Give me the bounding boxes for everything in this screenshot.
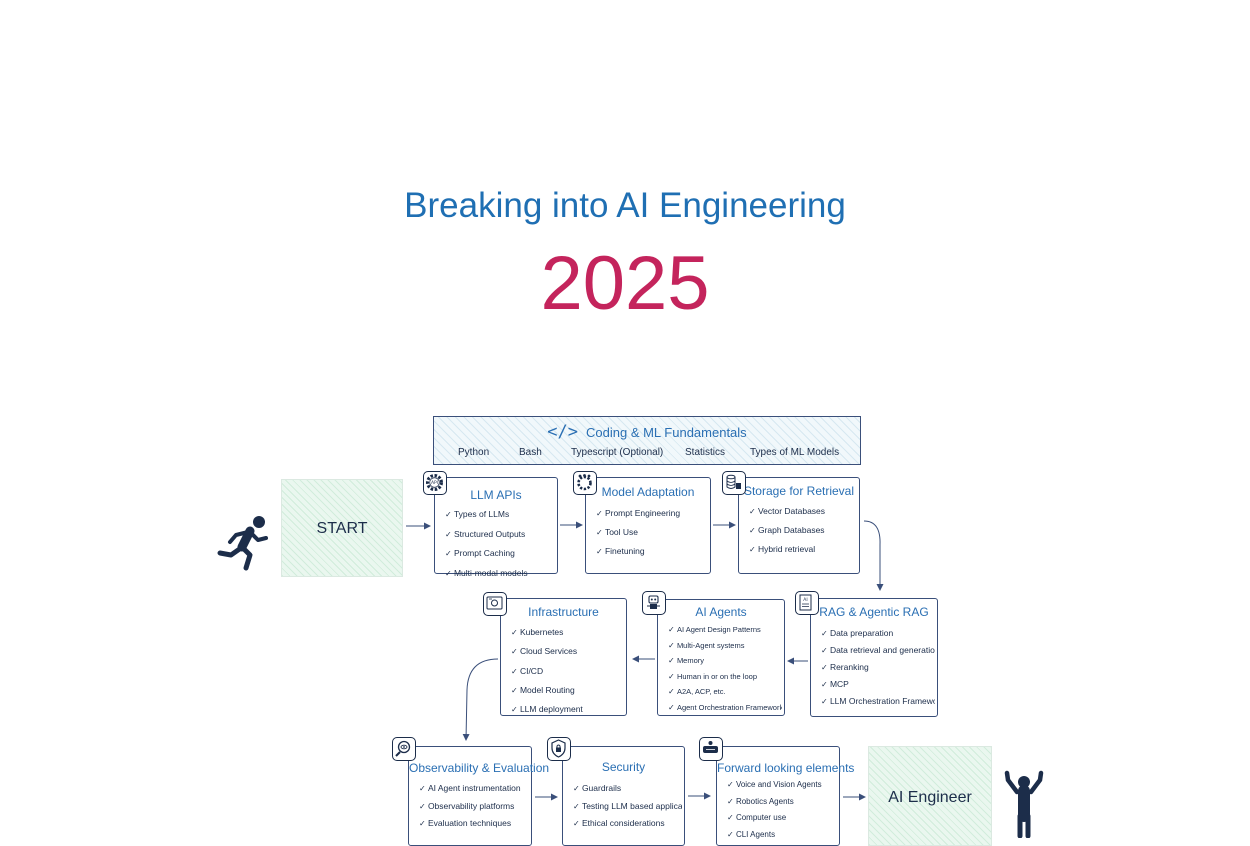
model-adaptation-title: Model Adaptation (601, 485, 695, 499)
list-item: AI Agent instrumentation (419, 780, 529, 798)
ai-document-icon: AI (795, 591, 819, 615)
list-item: Model Routing (511, 681, 624, 700)
fundamentals-item: Typescript (Optional) (571, 447, 664, 458)
gear-people-icon (573, 471, 597, 495)
server-icon (483, 592, 507, 616)
running-person-icon (217, 516, 268, 571)
list-item: Multi-modal models (445, 564, 555, 584)
list-item: Ethical considerations (573, 815, 682, 833)
llm-apis-title: LLM APIs (470, 488, 522, 502)
coding-ml-fundamentals-box: </>Coding & ML Fundamentals Python Bash … (433, 416, 861, 465)
infrastructure-title: Infrastructure (528, 605, 599, 619)
eye-magnifier-icon (392, 737, 416, 761)
list-item: Reranking (821, 659, 935, 676)
list-item: Finetuning (596, 542, 708, 561)
fundamentals-item: Python (458, 447, 490, 458)
svg-text:AI: AI (803, 597, 807, 603)
arrow-storage-to-rag (863, 520, 884, 591)
list-item: Vector Databases (749, 502, 857, 521)
start-label: START (316, 520, 368, 537)
svg-text:API: API (431, 480, 438, 486)
list-item: MCP (821, 676, 935, 693)
list-item: Hybrid retrieval (749, 540, 857, 559)
fundamentals-item: Types of ML Models (750, 447, 840, 458)
list-item: Voice and Vision Agents (727, 777, 837, 794)
list-item: Guardrails (573, 780, 682, 798)
list-item: CI/CD (511, 662, 624, 681)
database-icon (722, 471, 746, 495)
list-item: LLM Orchestration Frameworks (821, 693, 935, 710)
arrow-infra-to-observability (462, 658, 499, 741)
storage-for-retrieval-box: Storage for Retrieval Vector Databases G… (738, 477, 860, 574)
list-item: Evaluation techniques (419, 815, 529, 833)
storage-title: Storage for Retrieval (743, 484, 855, 498)
list-item: Testing LLM based applications (573, 798, 682, 816)
list-item: Computer use (727, 810, 837, 827)
list-item: Prompt Caching (445, 544, 555, 564)
list-item: Multi-Agent systems (668, 638, 782, 654)
security-box: Security Guardrails Testing LLM based ap… (562, 746, 685, 846)
list-item: A2A, ACP, etc. (668, 684, 782, 700)
fundamentals-item: Statistics (685, 447, 726, 458)
rag-agentic-rag-box: RAG & Agentic RAG Data preparation Data … (810, 598, 938, 717)
list-item: Robotics Agents (727, 794, 837, 811)
list-item: Graph Databases (749, 521, 857, 540)
ai-agents-title: AI Agents (695, 605, 747, 619)
list-item: Data preparation (821, 625, 935, 642)
forward-looking-title: Forward looking elements (717, 761, 855, 775)
list-item: Structured Outputs (445, 525, 555, 545)
list-item: Data retrieval and generation (821, 642, 935, 659)
ai-engineer-node: AI Engineer (868, 746, 992, 846)
infrastructure-box: Infrastructure Kubernetes Cloud Services… (500, 598, 627, 716)
list-item: Memory (668, 653, 782, 669)
list-item: AI Agent Design Patterns (668, 622, 782, 638)
rag-title: RAG & Agentic RAG (819, 605, 929, 619)
celebrating-person-icon (1004, 770, 1044, 838)
observability-evaluation-box: Observability & Evaluation AI Agent inst… (408, 746, 550, 846)
observability-title: Observability & Evaluation (409, 761, 550, 775)
api-gear-icon: API (423, 471, 447, 495)
llm-apis-box: LLM APIs Types of LLMs Structured Output… (434, 477, 558, 578)
list-item: Kubernetes (511, 623, 624, 642)
list-item: Human in or on the loop (668, 669, 782, 685)
page-title: Breaking into AI Engineering (404, 186, 846, 225)
list-item: Cloud Services (511, 642, 624, 661)
fundamentals-item: Bash (519, 447, 542, 458)
list-item: LLM deployment (511, 700, 624, 719)
security-title: Security (601, 760, 646, 774)
shield-lock-icon (547, 737, 571, 761)
robot-icon (642, 591, 666, 615)
list-item: CLI Agents (727, 827, 837, 844)
list-item: Tool Use (596, 523, 708, 542)
year-heading: 2025 (540, 241, 710, 326)
fundamentals-title: Coding & ML Fundamentals (586, 425, 747, 440)
code-icon: </> (547, 422, 579, 442)
forward-device-icon (699, 737, 723, 761)
list-item: Agent Orchestration Frameworks (668, 700, 782, 716)
ai-engineer-label: AI Engineer (888, 789, 972, 806)
forward-looking-elements-box: Forward looking elements Voice and Visio… (716, 746, 855, 846)
list-item: Types of LLMs (445, 505, 555, 525)
list-item: Prompt Engineering (596, 504, 708, 523)
model-adaptation-box: Model Adaptation Prompt Engineering Tool… (585, 477, 711, 574)
list-item: Observability platforms (419, 798, 529, 816)
start-node: START (281, 479, 403, 577)
ai-agents-box: AI Agents AI Agent Design Patterns Multi… (657, 599, 785, 716)
